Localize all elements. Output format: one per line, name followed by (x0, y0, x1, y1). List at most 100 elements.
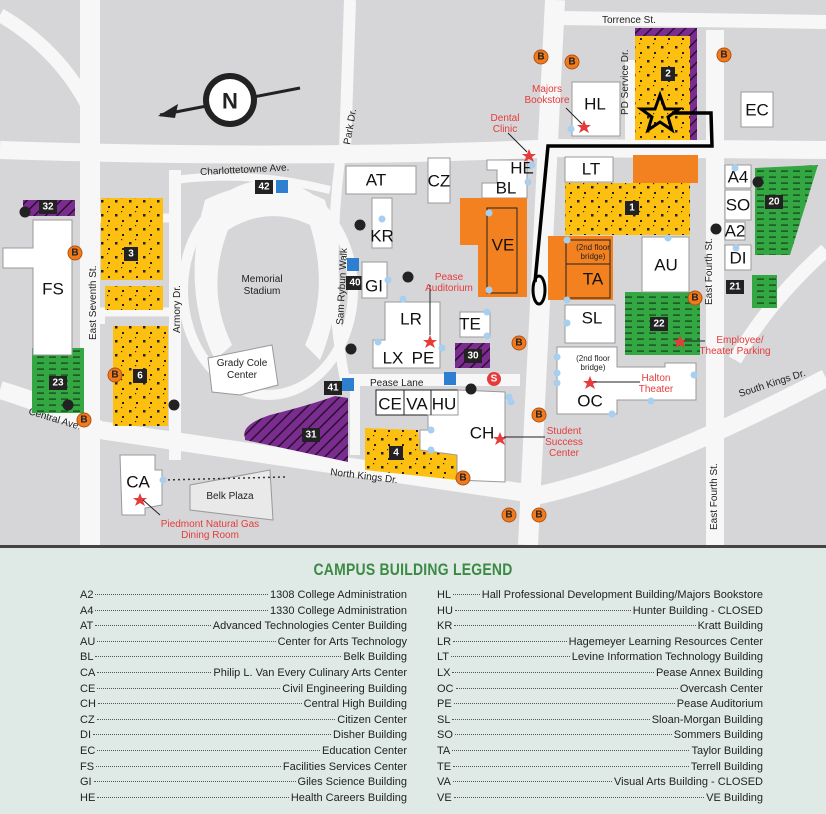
legend-building-name: VE Building (706, 791, 763, 804)
building-oc (556, 346, 697, 415)
label-lx: LX (383, 349, 404, 368)
buildings (2, 81, 774, 521)
legend-building-name: Levine Information Technology Building (571, 651, 763, 664)
legend-building-name: Facilities Services Center (282, 760, 407, 773)
building-so (724, 189, 752, 221)
building-hl (571, 81, 621, 137)
label-lt: LT (582, 160, 601, 179)
legend-code: LT (437, 651, 450, 664)
building-a2 (724, 221, 746, 241)
legend-building-name: 1308 College Administration (270, 589, 407, 601)
label-ca: CA (126, 473, 150, 492)
leader-dots (96, 718, 336, 720)
leader-dots (453, 640, 567, 642)
lot-number-2: 2 (665, 69, 671, 80)
bus-stop-label: B (720, 50, 727, 61)
parking-lot-3b (105, 286, 163, 310)
phone-icon (402, 271, 414, 283)
label-lr: LR (400, 310, 422, 329)
orange-buildings (460, 198, 613, 300)
halton-theater-label-2: Theater (639, 384, 674, 395)
legend-building-name: Sloan-Morgan Building (651, 713, 763, 726)
entrance-dot (563, 296, 571, 304)
piedmont-dining-label-2: Dining Room (181, 530, 239, 541)
legend-building-name: Hagemeyer Learning Resources Center (568, 635, 763, 648)
star-icon (583, 376, 597, 389)
building-he-bl (481, 159, 528, 199)
leader-dots (95, 594, 269, 595)
legend-code: CZ (80, 713, 95, 726)
lot-number-23: 23 (52, 378, 64, 389)
street-pd-service: PD Service Dr. (620, 49, 631, 115)
label-cz: CZ (428, 172, 451, 191)
entrance-dot (553, 369, 561, 377)
bus-stop-icon: B (107, 367, 123, 383)
bus-stop-label: B (537, 52, 544, 63)
dental-clinic-label-2: Clinic (493, 124, 517, 135)
entrance-dot (399, 295, 407, 303)
legend-row: VE VE Building (437, 792, 763, 808)
campus-map[interactable]: Memorial Stadium Torrence St. Charlottet… (0, 0, 826, 545)
legend-code: HL (437, 589, 452, 601)
label-oc: OC (577, 392, 603, 411)
entrance-dot (567, 125, 575, 133)
entrance-dot (647, 397, 655, 405)
bus-stop-icon: B (501, 507, 517, 523)
entrance-dot (528, 161, 536, 169)
building-sl (564, 304, 616, 344)
label-ch: CH (470, 424, 495, 443)
majors-bookstore-label: Majors (532, 84, 562, 95)
leader-dots (454, 609, 631, 611)
bus-stop-icon: B (564, 54, 580, 70)
leader-dots (454, 625, 696, 627)
phone-icon (465, 383, 477, 395)
phone-icon (752, 176, 764, 188)
bus-stop-label: B (691, 293, 698, 304)
street-sam-rybun: Sam Rybun Walk (335, 247, 350, 325)
legend-code: EC (80, 744, 96, 757)
entrance-dot (507, 398, 515, 406)
majors-bookstore-label-2: Bookstore (524, 95, 569, 106)
star-destination-icon (636, 90, 684, 134)
legend-code: LX (437, 666, 451, 679)
street-east-fourth-upper: East Fourth St. (704, 238, 715, 305)
stadium-bowl (194, 185, 337, 360)
phone-icon (710, 223, 722, 235)
entrance-dot (485, 286, 493, 294)
phone-icon (354, 219, 366, 231)
street-east-fourth-lower: East Fourth St. (709, 463, 720, 530)
legend-code: VE (437, 791, 452, 804)
lot-number-42: 42 (258, 182, 270, 193)
legend-building-name: Kratt Building (697, 620, 763, 633)
label-a4: A4 (728, 168, 749, 187)
stadium-label: Memorial (241, 274, 282, 285)
oc-bridge-label: (2nd floor (576, 354, 610, 363)
star-icon (522, 149, 536, 162)
stadium-label-2: Stadium (244, 286, 281, 297)
label-hu: HU (432, 395, 457, 414)
entrance-dot (438, 344, 446, 352)
label-bl: BL (496, 179, 517, 198)
label-sl: SL (582, 309, 603, 328)
student-success-label-2: Success (545, 437, 583, 448)
legend-building-name: Belk Building (343, 651, 407, 664)
building-ec (740, 91, 774, 128)
leader-dots (97, 796, 289, 798)
leader-dots (97, 703, 302, 705)
legend-code: GI (80, 776, 92, 789)
lot-number-20: 20 (768, 197, 780, 208)
accessible-icon (276, 180, 288, 193)
building-ca (119, 454, 163, 516)
employee-parking-label-2: Theater Parking (699, 346, 770, 357)
legend-code: A4 (80, 604, 94, 617)
